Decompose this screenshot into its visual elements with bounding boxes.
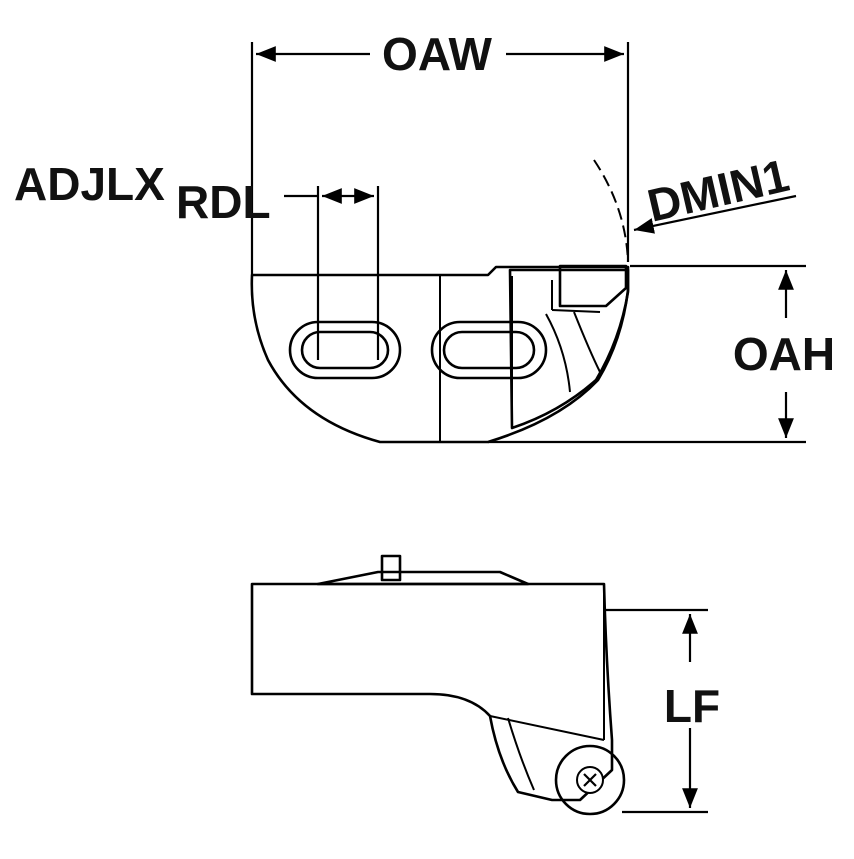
oaw-label: OAW: [382, 28, 492, 80]
oah-label: OAH: [733, 328, 835, 380]
round-insert: [554, 744, 626, 816]
dmin1-label: DMIN1: [643, 149, 794, 232]
adjlx-label: ADJLX: [14, 158, 165, 210]
top-view: [250, 159, 630, 444]
side-view-body: [250, 582, 614, 802]
dmin1-dimension: DMIN1: [633, 149, 797, 234]
locating-pin: [380, 554, 402, 582]
top-insert: [558, 264, 628, 308]
slot-right: [430, 320, 548, 380]
dmin1-arc: [593, 159, 629, 263]
lf-label: LF: [664, 680, 720, 732]
adjlx-dimension: ADJLX RDL: [14, 158, 380, 360]
slot-left: [288, 320, 402, 380]
top-view-flank: [508, 268, 630, 430]
rdl-label: RDL: [176, 176, 271, 228]
oah-dimension: OAH: [488, 264, 835, 444]
side-view-ridge: [316, 570, 530, 586]
side-view: [250, 554, 626, 816]
lf-dimension: LF: [606, 608, 720, 814]
oaw-dimension: OAW: [250, 28, 630, 275]
